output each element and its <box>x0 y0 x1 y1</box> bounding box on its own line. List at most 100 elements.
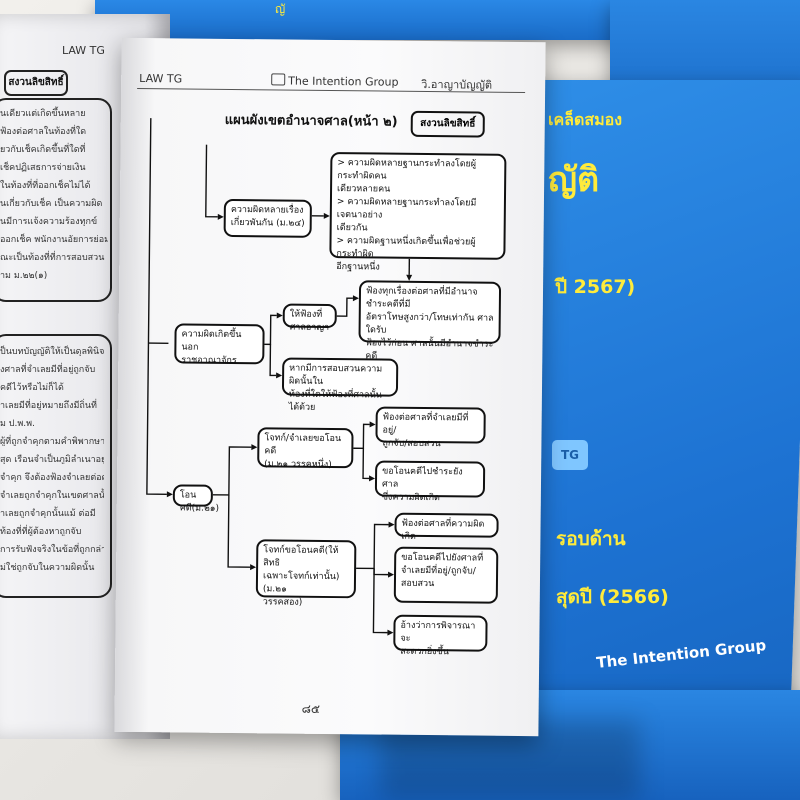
page-number: ๘๕ <box>301 701 321 716</box>
box-line: อ้างว่าการพิจารณาจะ <box>400 620 476 644</box>
text-line: นเดียวแต่เกิดขึ้นหลาย <box>0 109 86 118</box>
left-page-text-1: นเดียวแต่เกิดขึ้นหลาย ฟ้องต่อศาลในท้องที… <box>0 106 108 286</box>
connector <box>269 344 277 377</box>
connector <box>264 314 277 346</box>
connector <box>336 297 353 317</box>
text-line: เช็คปฏิเสธการจ่ายเงิน <box>0 163 86 172</box>
box-line: ให้ฟ้องที่ศาลอาญา <box>289 309 330 334</box>
flowchart-connectors <box>146 118 413 636</box>
text-line: จำคุก จึงต้องฟ้องจำเลยต่อศาล <box>0 473 104 482</box>
flow-box-outside-kingdom: ความผิดเกิดขึ้นนอก ราชอาณาจักร <box>174 323 265 366</box>
text-line: ยวกับเช็คเกิดขึ้นที่ใดที่ <box>0 145 86 154</box>
flow-box-transfer-defendant-court: ขอโอนคดีไปยังศาลที่ จำเลยมีที่อยู่/ถูกจั… <box>393 546 499 604</box>
connector <box>227 494 251 568</box>
book-top-text: ญั <box>275 2 286 16</box>
connector <box>212 446 252 496</box>
box-line: ความผิดหลายเรื่อง <box>230 204 304 216</box>
blue-book-top: ญั <box>95 0 635 40</box>
box-line: ฟ้องทุกเรื่องต่อศาลที่มีอำนาจชำระคดีที่ม… <box>365 286 478 310</box>
cover-text-1: เคล็ดสมอง <box>548 110 623 129</box>
connector <box>205 144 218 218</box>
arrowhead <box>276 372 283 379</box>
text-line: ำเลยมีที่อยู่หมายถึงมีถิ่นที่ <box>0 401 97 410</box>
flow-box-multiple-offenses: ความผิดหลายเรื่อง เกี่ยวพันกัน (ม.๒๔) <box>223 198 312 238</box>
arrowhead <box>276 312 283 319</box>
text-line: นเกี่ยวกับเช็ค เป็นความผิด <box>0 199 103 208</box>
text-line: สุด เรือนจำเป็นภูมิลำเนาอยู่ <box>0 455 104 464</box>
box-line: > ความผิดฐานหนึ่งเกิดขึ้นเพื่อช่วยผู้กระ… <box>336 236 476 260</box>
connector <box>353 423 370 450</box>
left-page-box-1 <box>0 98 112 302</box>
text-line: จำเลยถูกจำคุกในเขตศาลนั้น <box>0 491 104 500</box>
box-line: จำเลยมีที่อยู่/ถูกจับ/ <box>401 565 476 577</box>
cover-text-4: รอบด้าน <box>556 528 626 550</box>
arrowhead <box>388 571 395 578</box>
arrowhead <box>387 629 394 636</box>
text-line: งศาลที่จำเลยมีที่อยู่ถูกจับ <box>0 365 96 374</box>
left-page-box-2 <box>0 334 112 598</box>
flow-box-offense-location-court: ขอโอนคดีไปชำระยังศาล ซึ่งความผิดเกิด <box>374 460 486 503</box>
flow-box-defendant-court: ฟ้องต่อศาลที่จำเลยมีที่อยู่/ ถูกจับ/สอบส… <box>375 406 486 449</box>
box-line: อีกฐานหนึ่ง <box>336 262 380 273</box>
box-line: โอนคดี(ม.๒๑) <box>179 490 220 514</box>
flow-box-file-all-cases: ฟ้องทุกเรื่องต่อศาลที่มีอำนาจชำระคดีที่ม… <box>358 280 502 362</box>
text-line: ผู้ที่ถูกจำคุกตามคำพิพากษาที่ <box>0 437 104 446</box>
flow-box-plaintiff-transfer: โจทก์ขอโอนคดี(ให้สิทธิ เฉพาะโจทก์เท่านั้… <box>255 539 357 608</box>
box-line: ราชอาณาจักร <box>181 355 237 367</box>
text-line: ม ป.พ.พ. <box>0 419 35 428</box>
flow-box-offense-types: > ความผิดหลายฐานกระทำลงโดยผู้กระทำผิดคน … <box>329 151 507 273</box>
box-line: ฟ้องต่อศาลที่จำเลยมีที่อยู่/ <box>382 412 469 436</box>
connector <box>146 118 167 495</box>
cover-text-5: สุดปี (2566) <box>556 586 669 608</box>
text-line: ออกเช็ค พนักงานอัยการย่อม <box>0 235 108 244</box>
box-line: ขอโอนคดีไปชำระยังศาล <box>381 466 463 490</box>
tg-badge: TG <box>552 440 588 470</box>
text-line: ฟ้องต่อศาลในท้องที่ใด <box>0 127 87 136</box>
box-line: โจทก์ขอโอนคดี(ให้สิทธิ <box>263 545 339 569</box>
cover-text-3: ปี 2567) <box>555 276 636 298</box>
box-line: ความผิดเกิดขึ้นนอก <box>181 329 242 353</box>
box-line: หากมีการสอบสวนความผิดนั้นใน <box>289 363 383 387</box>
arrowhead <box>406 274 413 281</box>
box-line: โจทก์/จำเลยขอโอนคดี <box>264 433 342 457</box>
connector <box>356 523 389 570</box>
text-line: นมีการแจ้งความร้องทุกข์ <box>0 217 98 226</box>
flow-box-investigation-court: หากมีการสอบสวนความผิดนั้นใน ท้องที่ใดให้… <box>281 357 399 413</box>
text-line: ท้องที่ที่ผู้ต้องหาถูกจับ <box>0 527 82 536</box>
flow-box-convenience: อ้างว่าการพิจารณาจะ สะดวกยิ่งขึ้น <box>393 614 488 657</box>
box-line: ถูกจับ/สอบสวน <box>382 438 441 450</box>
flow-box-file-offense-court: ฟ้องต่อศาลที่ความผิดเกิด <box>394 512 499 542</box>
connector <box>362 448 370 480</box>
arrowhead <box>166 491 173 498</box>
box-line: > ความผิดหลายฐานกระทำลงโดยมีเจตนาอย่าง <box>336 197 477 221</box>
left-page-tag: สงวนลิขสิทธิ์ <box>4 70 68 96</box>
left-page-text-2: ป็นบทบัญญัติให้เป็นดุลพินิจ งศาลที่จำเลย… <box>0 344 104 578</box>
flow-box-transfer-case: โอนคดี(ม.๒๑) <box>172 484 219 514</box>
box-line: สอบสวน <box>400 578 435 590</box>
text-line: คดีไว้หรือไม่ก็ได้ <box>0 383 64 392</box>
arrowhead <box>352 295 359 302</box>
flow-box-party-transfer: โจทก์/จำเลยขอโอนคดี (ม.๒๑ วรรคหนึ่ง) <box>257 427 354 470</box>
box-line: (ม.๒๑ วรรคหนึ่ง) <box>264 459 332 471</box>
text-line: ำเลยถูกจำคุกนั้นแม้ ต่อมี <box>0 509 96 518</box>
box-line: วรรคสอง) <box>262 597 303 608</box>
left-page-header: LAW TG <box>62 44 105 57</box>
book-page: LAW TG The Intention Group วิ.อาญาบัญญัต… <box>114 37 546 737</box>
box-line: ขอโอนคดีไปยังศาลที่ <box>401 552 484 564</box>
box-line: > ความผิดหลายฐานกระทำลงโดยผู้กระทำผิดคน <box>337 158 477 182</box>
text-line: ในท้องที่ที่ออกเช็คไม่ได้ <box>0 181 91 190</box>
box-line: ซึ่งความผิดเกิด <box>381 492 440 504</box>
arrowhead <box>251 444 258 451</box>
arrowhead <box>250 564 257 571</box>
connector <box>372 568 388 634</box>
text-line: ป็นบทบัญญัติให้เป็นดุลพินิจ <box>0 347 104 356</box>
box-line: สะดวกยิ่งขึ้น <box>400 646 449 658</box>
box-line: อัตราโทษสูงกว่า/โทษเท่ากัน ศาลใดรับ <box>365 312 494 336</box>
connector <box>373 568 389 576</box>
box-line: เฉพาะโจทก์เท่านั้น) (ม.๒๑ <box>262 571 340 595</box>
box-line: เกี่ยวพันกัน (ม.๒๔) <box>230 217 305 229</box>
arrowhead <box>388 521 395 528</box>
box-line: ฟ้องต่อศาลที่ความผิดเกิด <box>401 518 485 542</box>
flow-box-criminal-court: ให้ฟ้องที่ศาลอาญา <box>282 303 337 333</box>
